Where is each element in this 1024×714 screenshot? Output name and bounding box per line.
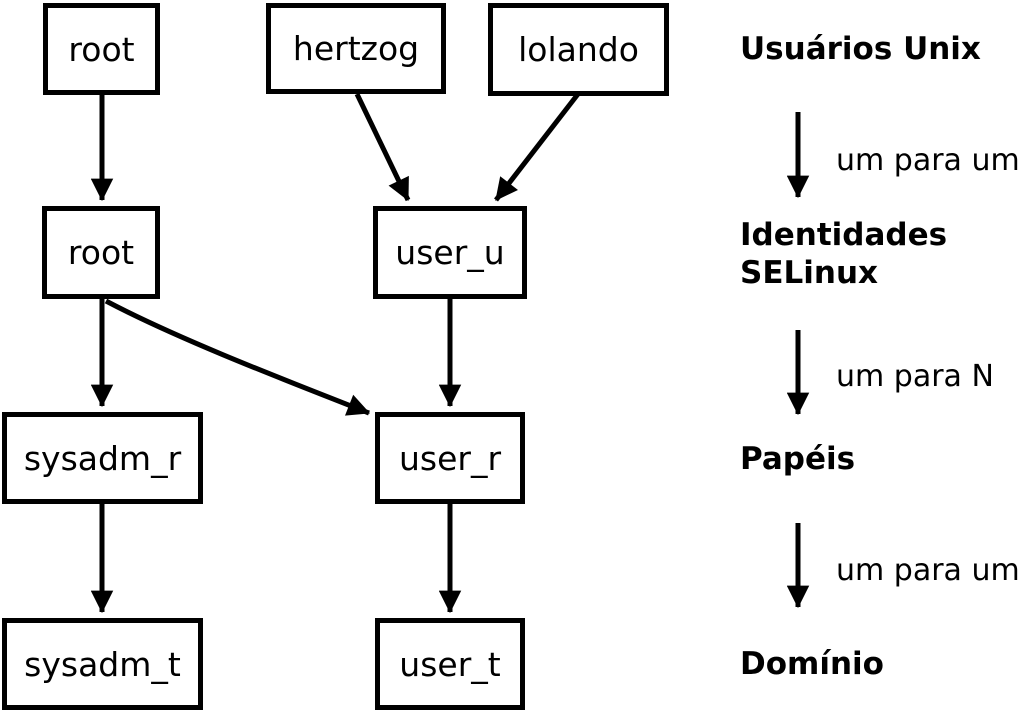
edge-hertzog-to-useru [354, 92, 411, 202]
node-hertzog-label: hertzog [292, 29, 420, 68]
legend-identidades-line1: Identidades [740, 217, 948, 253]
node-root-unix-label: root [68, 29, 135, 69]
legend-dominio: Domínio [740, 646, 884, 682]
node-sysadm-t: sysadm_t [2, 618, 203, 710]
node-root-unix: root [43, 3, 160, 95]
node-user-t-label: user_t [399, 644, 501, 684]
edge-rootselinux-to-userr [104, 298, 371, 416]
node-user-u: user_u [373, 206, 527, 299]
legend-um-para-um-2: um para um [836, 553, 1020, 588]
node-lolando: lolando [488, 3, 669, 96]
node-root-selinux: root [42, 206, 160, 299]
node-root-selinux-label: root [67, 233, 135, 272]
node-sysadm-t-label: sysadm_t [24, 644, 181, 684]
node-user-r-label: user_r [398, 438, 502, 478]
node-user-r: user_r [375, 412, 525, 504]
node-user-u-label: user_u [395, 233, 505, 272]
legend-identidades-line2: SELinux [740, 255, 879, 292]
legend-um-para-n: um para N [836, 359, 994, 394]
edge-lolando-to-useru [494, 92, 580, 202]
legend-papeis: Papéis [740, 441, 856, 477]
node-lolando-label: lolando [518, 30, 639, 69]
node-hertzog: hertzog [266, 3, 446, 94]
legend-usuarios-unix: Usuários Unix [740, 31, 981, 67]
node-user-t: user_t [375, 618, 525, 710]
legend-identidades-selinux: Identidades SELinux [740, 216, 947, 292]
node-sysadm-r: sysadm_r [2, 412, 203, 504]
node-sysadm-r-label: sysadm_r [23, 438, 182, 478]
legend-um-para-um-1: um para um [836, 143, 1020, 178]
